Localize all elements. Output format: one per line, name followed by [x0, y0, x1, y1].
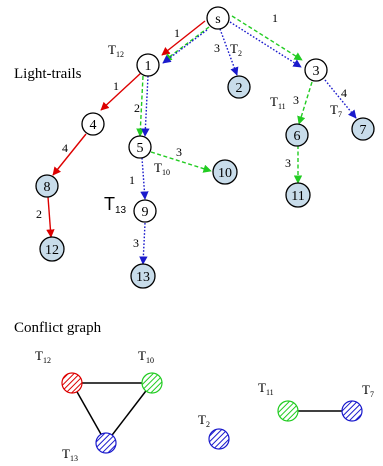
- weight-6-11: 3: [285, 156, 291, 170]
- svg-text:8: 8: [44, 180, 51, 195]
- edge-3-7-blue: [324, 79, 357, 119]
- edge-s-1-blue: [162, 29, 208, 64]
- conflict-node-t2: T2: [198, 412, 230, 450]
- svg-text:T12: T12: [35, 348, 51, 365]
- weight-3-7: 4: [341, 86, 347, 100]
- svg-text:13: 13: [136, 270, 150, 285]
- node-13: 13: [130, 263, 156, 289]
- edge-1-4-red: [100, 71, 143, 111]
- svg-text:s: s: [215, 12, 220, 27]
- svg-text:5: 5: [137, 141, 144, 156]
- trail-labels: T12 T2 T11 T7 T10 T13: [104, 41, 342, 216]
- svg-text:11: 11: [291, 189, 304, 204]
- node-12: 12: [39, 236, 65, 262]
- trail-label-t7: T7: [330, 102, 342, 119]
- conflict-node-t12: T12: [35, 348, 83, 394]
- edge-1-5-green: [136, 75, 145, 137]
- node-s: s: [206, 6, 230, 30]
- svg-text:T10: T10: [138, 348, 154, 365]
- weight-s-1: 1: [174, 26, 180, 40]
- conflict-node-t13: T13: [62, 432, 117, 463]
- node-10: 10: [212, 159, 238, 185]
- edge-5-9-blue: [140, 157, 149, 200]
- svg-text:3: 3: [313, 64, 320, 79]
- edge-4-8-red: [52, 133, 87, 176]
- weight-9-13: 3: [133, 236, 139, 250]
- edge-s-3-blue: [229, 21, 302, 68]
- edge-9-13-blue: [139, 222, 148, 265]
- edge-5-10-green: [150, 151, 212, 173]
- svg-text:7: 7: [360, 123, 367, 138]
- edge-s-3-green: [231, 15, 303, 61]
- weight-4-8: 4: [62, 141, 68, 155]
- trail-label-t12: T12: [108, 42, 124, 59]
- svg-text:12: 12: [45, 243, 59, 258]
- node-11: 11: [285, 182, 311, 208]
- svg-text:10: 10: [218, 166, 232, 181]
- trail-label-t13: T13: [104, 194, 127, 216]
- node-8: 8: [35, 174, 59, 198]
- trail-label-t10: T10: [154, 160, 170, 177]
- trail-label-t11: T11: [270, 94, 286, 111]
- svg-text:T2: T2: [198, 412, 210, 429]
- svg-text:T13: T13: [62, 446, 78, 463]
- conflict-graph: T12 T10 T13 T2 T11 T7: [35, 348, 374, 463]
- conflict-edge-t10-t13: [105, 382, 153, 444]
- svg-text:6: 6: [294, 129, 301, 144]
- edge-s-1-red: [161, 20, 206, 56]
- edge-1-5-blue: [141, 75, 150, 137]
- tree-nodes: s 1 2 3 4 5 6 7: [35, 6, 375, 289]
- conflict-edge-t12-t13: [71, 382, 107, 444]
- svg-text:9: 9: [142, 205, 149, 220]
- svg-text:4: 4: [90, 118, 97, 133]
- weight-3-6: 3: [293, 93, 299, 107]
- node-5: 5: [128, 135, 152, 159]
- weight-1-5: 2: [134, 101, 140, 115]
- node-3: 3: [304, 58, 328, 82]
- conflict-graph-title: Conflict graph: [14, 320, 102, 336]
- node-7: 7: [351, 117, 375, 141]
- node-2: 2: [227, 75, 251, 99]
- svg-text:T11: T11: [258, 380, 274, 397]
- edge-3-6-green: [297, 81, 313, 125]
- light-trails-title: Light-trails: [14, 66, 82, 82]
- weight-5-9: 1: [129, 173, 135, 187]
- edge-s-2-blue: [219, 28, 239, 76]
- weight-1-4: 1: [113, 79, 119, 93]
- edge-s-1-green: [163, 26, 210, 62]
- node-4: 4: [81, 112, 105, 136]
- svg-text:2: 2: [236, 81, 243, 96]
- edge-weights: 1 3 1 1 2 4 2 3 1 3 3 4 3: [36, 11, 347, 250]
- tree-edges: [46, 15, 357, 265]
- node-1: 1: [136, 53, 160, 77]
- weight-8-12: 2: [36, 207, 42, 221]
- svg-text:1: 1: [145, 59, 152, 74]
- edge-8-12-red: [46, 196, 55, 238]
- weight-s-3: 1: [272, 11, 278, 25]
- trail-label-t2: T2: [230, 41, 242, 58]
- conflict-node-t7: T7: [341, 382, 374, 422]
- conflict-node-t11: T11: [258, 380, 299, 422]
- weight-s-2: 3: [214, 41, 220, 55]
- node-9: 9: [133, 199, 157, 223]
- node-6: 6: [285, 123, 309, 147]
- weight-5-10: 3: [176, 145, 182, 159]
- svg-text:T7: T7: [362, 382, 374, 399]
- conflict-node-t10: T10: [138, 348, 163, 394]
